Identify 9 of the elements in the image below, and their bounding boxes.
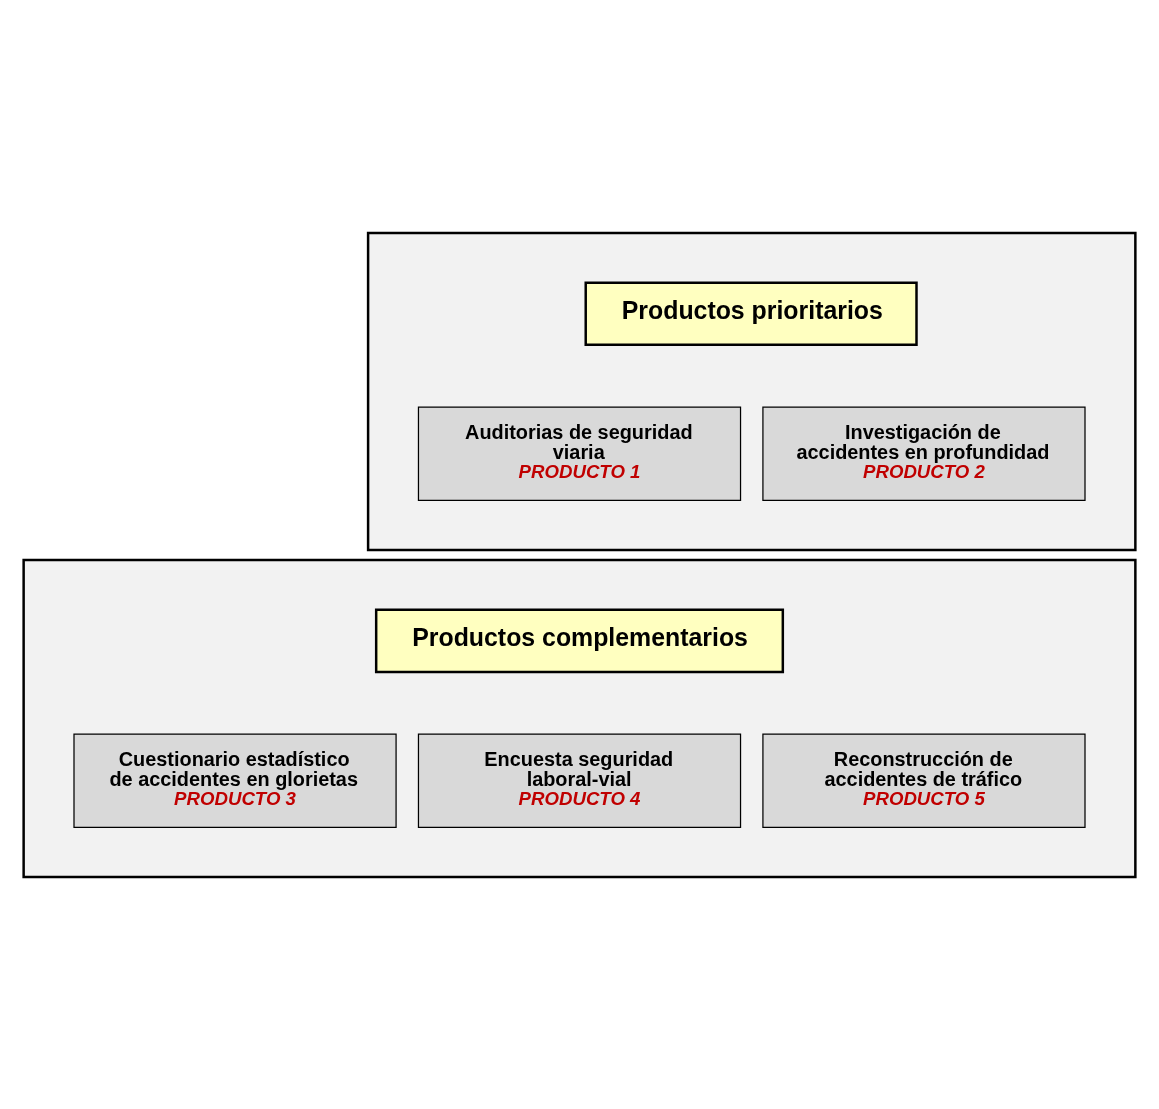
node-box: Encuesta seguridad laboral-vial PRODUCTO 4 (417, 732, 742, 828)
node-box: Productos prioritarios (584, 280, 918, 346)
node-box: Investigación de accidentes en profundidad PRODUCTO 2 (762, 405, 1086, 501)
node-box: Reconstrucción de accidentes de tráfico PRODUCTO 5 (762, 732, 1086, 828)
node-box: Cuestionario estadístico de accidentes en glorietas PRODUCTO 3 (73, 732, 397, 828)
cluster (366, 231, 1137, 551)
cluster (22, 558, 1137, 878)
node-box: Auditorias de seguridad viaria PRODUCTO 1 (417, 405, 742, 501)
node-box: Productos complementarios (374, 607, 785, 673)
